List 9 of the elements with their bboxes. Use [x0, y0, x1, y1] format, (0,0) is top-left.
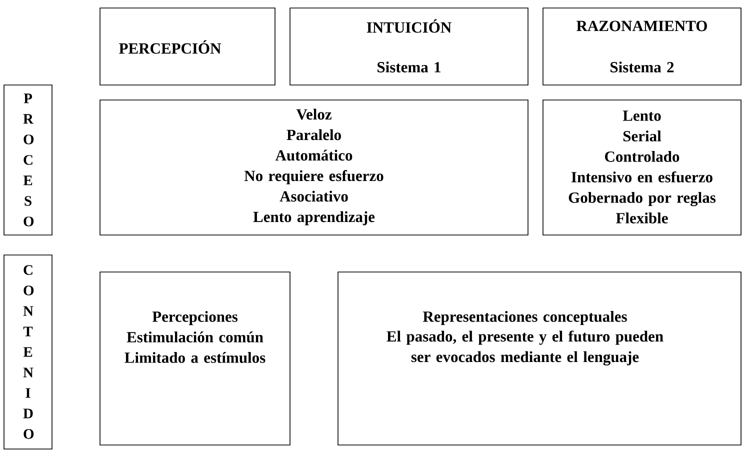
vertical-label-box: CONTENIDO — [4, 254, 52, 450]
header-box: RAZONAMIENTO Sistema 2 — [542, 8, 742, 86]
process-box: Lento Serial Controlado Intensivo en esfuerzo Gobernado por reglas Flexible — [542, 100, 742, 236]
content-box: Percepciones Estimulación común Limitado a estímulos — [100, 272, 290, 446]
process-box: Veloz Paralelo Automático No requiere esfuerzo Asociativo Lento aprendizaje — [100, 100, 528, 236]
header-box: PERCEPCIÓN — [100, 8, 276, 86]
header-box: INTUICIÓN Sistema 1 — [290, 8, 528, 86]
vertical-label-box: PROCESO — [4, 84, 52, 236]
content-box: Representaciones conceptuales El pasado, el presente y el futuro pueden ser evocados mediante el lenguaje — [338, 272, 742, 446]
